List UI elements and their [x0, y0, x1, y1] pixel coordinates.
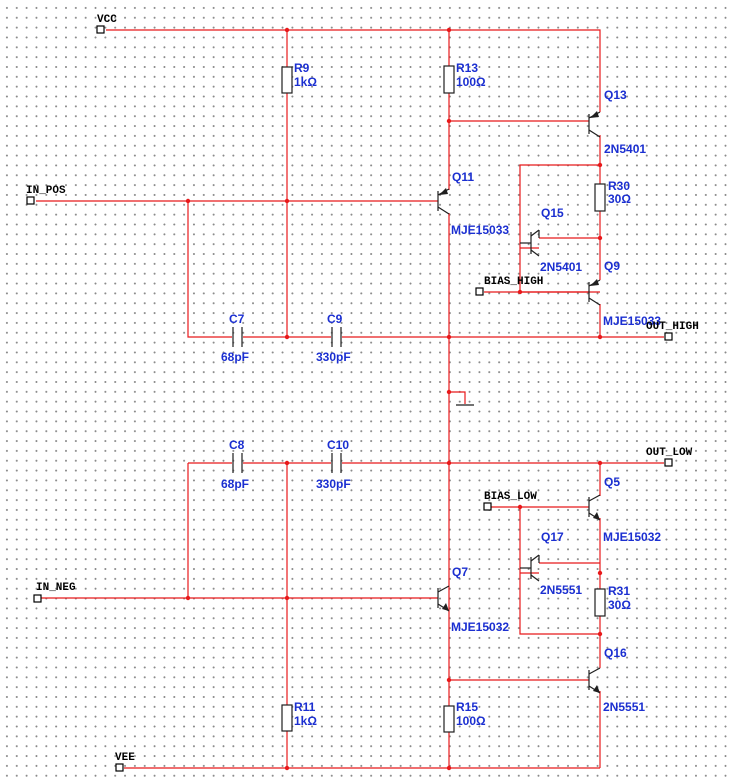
- transistor-q17[interactable]: Q17 2N5551: [520, 530, 582, 597]
- transistor-q17-part: 2N5551: [540, 583, 582, 597]
- capacitor-c8-value: 68pF: [221, 477, 249, 491]
- resistor-r15-ref: R15: [456, 700, 478, 714]
- transistor-q5-ref: Q5: [604, 475, 620, 489]
- resistor-r30-ref: R30: [608, 179, 630, 193]
- port-in-pos[interactable]: IN_POS: [26, 185, 66, 205]
- port-in-pos-label: IN_POS: [26, 185, 66, 197]
- junction-dot: [597, 570, 603, 576]
- resistor-r30[interactable]: R30 30Ω: [594, 179, 631, 212]
- port-bias-low[interactable]: BIAS_LOW: [483, 491, 537, 511]
- junction-dot: [284, 27, 290, 33]
- capacitor-c8-ref: C8: [229, 438, 245, 452]
- transistor-q7-part: MJE15032: [451, 620, 509, 634]
- transistor-q5-part: MJE15032: [603, 530, 661, 544]
- resistor-r11-ref: R11: [294, 700, 316, 714]
- junction-dot: [284, 460, 290, 466]
- capacitor-c10[interactable]: C10 330pF: [316, 438, 351, 491]
- port-in-neg-label: IN_NEG: [36, 582, 76, 594]
- transistor-q15-part: 2N5401: [540, 260, 582, 274]
- transistor-q15-ref: Q15: [541, 206, 564, 220]
- capacitor-c7-value: 68pF: [221, 350, 249, 364]
- capacitor-c10-value: 330pF: [316, 477, 351, 491]
- junction-dot: [597, 162, 603, 168]
- resistor-r9-ref: R9: [294, 61, 310, 75]
- port-vcc[interactable]: VCC: [96, 14, 117, 34]
- transistor-q9-part: MJE15033: [603, 314, 661, 328]
- resistor-r30-value: 30Ω: [608, 192, 631, 206]
- junction-dot: [597, 631, 603, 637]
- junction-dot: [446, 677, 452, 683]
- junction-dot: [284, 198, 290, 204]
- resistor-r13-value: 100Ω: [456, 75, 486, 89]
- transistor-q7-ref: Q7: [452, 565, 468, 579]
- resistor-r31-ref: R31: [608, 584, 630, 598]
- transistor-q9-ref: Q9: [604, 259, 620, 273]
- junction-dot: [597, 235, 603, 241]
- transistor-q5[interactable]: Q5 MJE15032: [588, 475, 661, 544]
- resistor-r13-ref: R13: [456, 61, 478, 75]
- transistor-q16-part: 2N5551: [603, 700, 645, 714]
- transistor-q13[interactable]: Q13 2N5401: [588, 88, 646, 156]
- port-bias-high-label: BIAS_HIGH: [484, 276, 543, 288]
- junction-dot: [185, 595, 191, 601]
- transistor-q9[interactable]: Q9 MJE15033: [588, 259, 661, 328]
- resistor-r9[interactable]: R9 1kΩ: [281, 61, 317, 94]
- port-vcc-label: VCC: [97, 14, 117, 26]
- resistor-r11[interactable]: R11 1kΩ: [281, 700, 317, 732]
- junction-dot: [446, 27, 452, 33]
- junction-dot: [517, 289, 523, 295]
- resistor-r15-value: 100Ω: [456, 714, 486, 728]
- port-bias-low-label: BIAS_LOW: [484, 491, 537, 503]
- port-out-high[interactable]: OUT_HIGH: [646, 321, 699, 341]
- resistor-r31-value: 30Ω: [608, 598, 631, 612]
- capacitor-c9-value: 330pF: [316, 350, 351, 364]
- capacitor-c7-ref: C7: [229, 312, 245, 326]
- capacitor-c9[interactable]: C9 330pF: [316, 312, 351, 364]
- junctions: [185, 27, 603, 771]
- resistor-r11-value: 1kΩ: [294, 714, 317, 728]
- port-in-neg[interactable]: IN_NEG: [33, 582, 76, 603]
- transistor-q15[interactable]: Q15 2N5401: [520, 206, 582, 274]
- transistor-q13-part: 2N5401: [604, 142, 646, 156]
- port-out-low[interactable]: OUT_LOW: [646, 447, 693, 467]
- junction-dot: [446, 765, 452, 771]
- junction-dot: [597, 460, 603, 466]
- junction-dot: [284, 765, 290, 771]
- junction-dot: [185, 198, 191, 204]
- junction-dot: [284, 334, 290, 340]
- junction-dot: [446, 460, 452, 466]
- port-vee-label: VEE: [115, 752, 135, 764]
- junction-dot: [517, 504, 523, 510]
- junction-dot: [446, 118, 452, 124]
- transistor-q11[interactable]: Q11 MJE15033: [437, 170, 509, 237]
- port-out-high-label: OUT_HIGH: [646, 321, 699, 333]
- junction-dot: [446, 334, 452, 340]
- transistor-q16[interactable]: Q16 2N5551: [588, 646, 645, 714]
- junction-dot: [446, 389, 452, 395]
- junction-dot: [284, 595, 290, 601]
- capacitor-c7[interactable]: C7 68pF: [221, 312, 249, 364]
- capacitor-c10-ref: C10: [327, 438, 349, 452]
- junction-dot: [597, 334, 603, 340]
- wires: [36, 29, 664, 769]
- capacitor-c9-ref: C9: [327, 312, 343, 326]
- port-bias-high[interactable]: BIAS_HIGH: [475, 276, 543, 296]
- resistor-r31[interactable]: R31 30Ω: [594, 584, 631, 617]
- resistor-r15[interactable]: R15 100Ω: [443, 700, 486, 733]
- resistor-r13[interactable]: R13 100Ω: [443, 61, 486, 94]
- port-out-low-label: OUT_LOW: [646, 447, 693, 459]
- transistor-q11-part: MJE15033: [451, 223, 509, 237]
- transistor-q17-ref: Q17: [541, 530, 564, 544]
- transistor-q16-ref: Q16: [604, 646, 627, 660]
- transistor-q11-ref: Q11: [452, 170, 474, 184]
- resistor-r9-value: 1kΩ: [294, 75, 317, 89]
- port-vee[interactable]: VEE: [115, 752, 135, 772]
- capacitor-c8[interactable]: C8 68pF: [221, 438, 249, 491]
- transistor-q13-ref: Q13: [604, 88, 627, 102]
- transistor-q7[interactable]: Q7 MJE15032: [437, 565, 509, 634]
